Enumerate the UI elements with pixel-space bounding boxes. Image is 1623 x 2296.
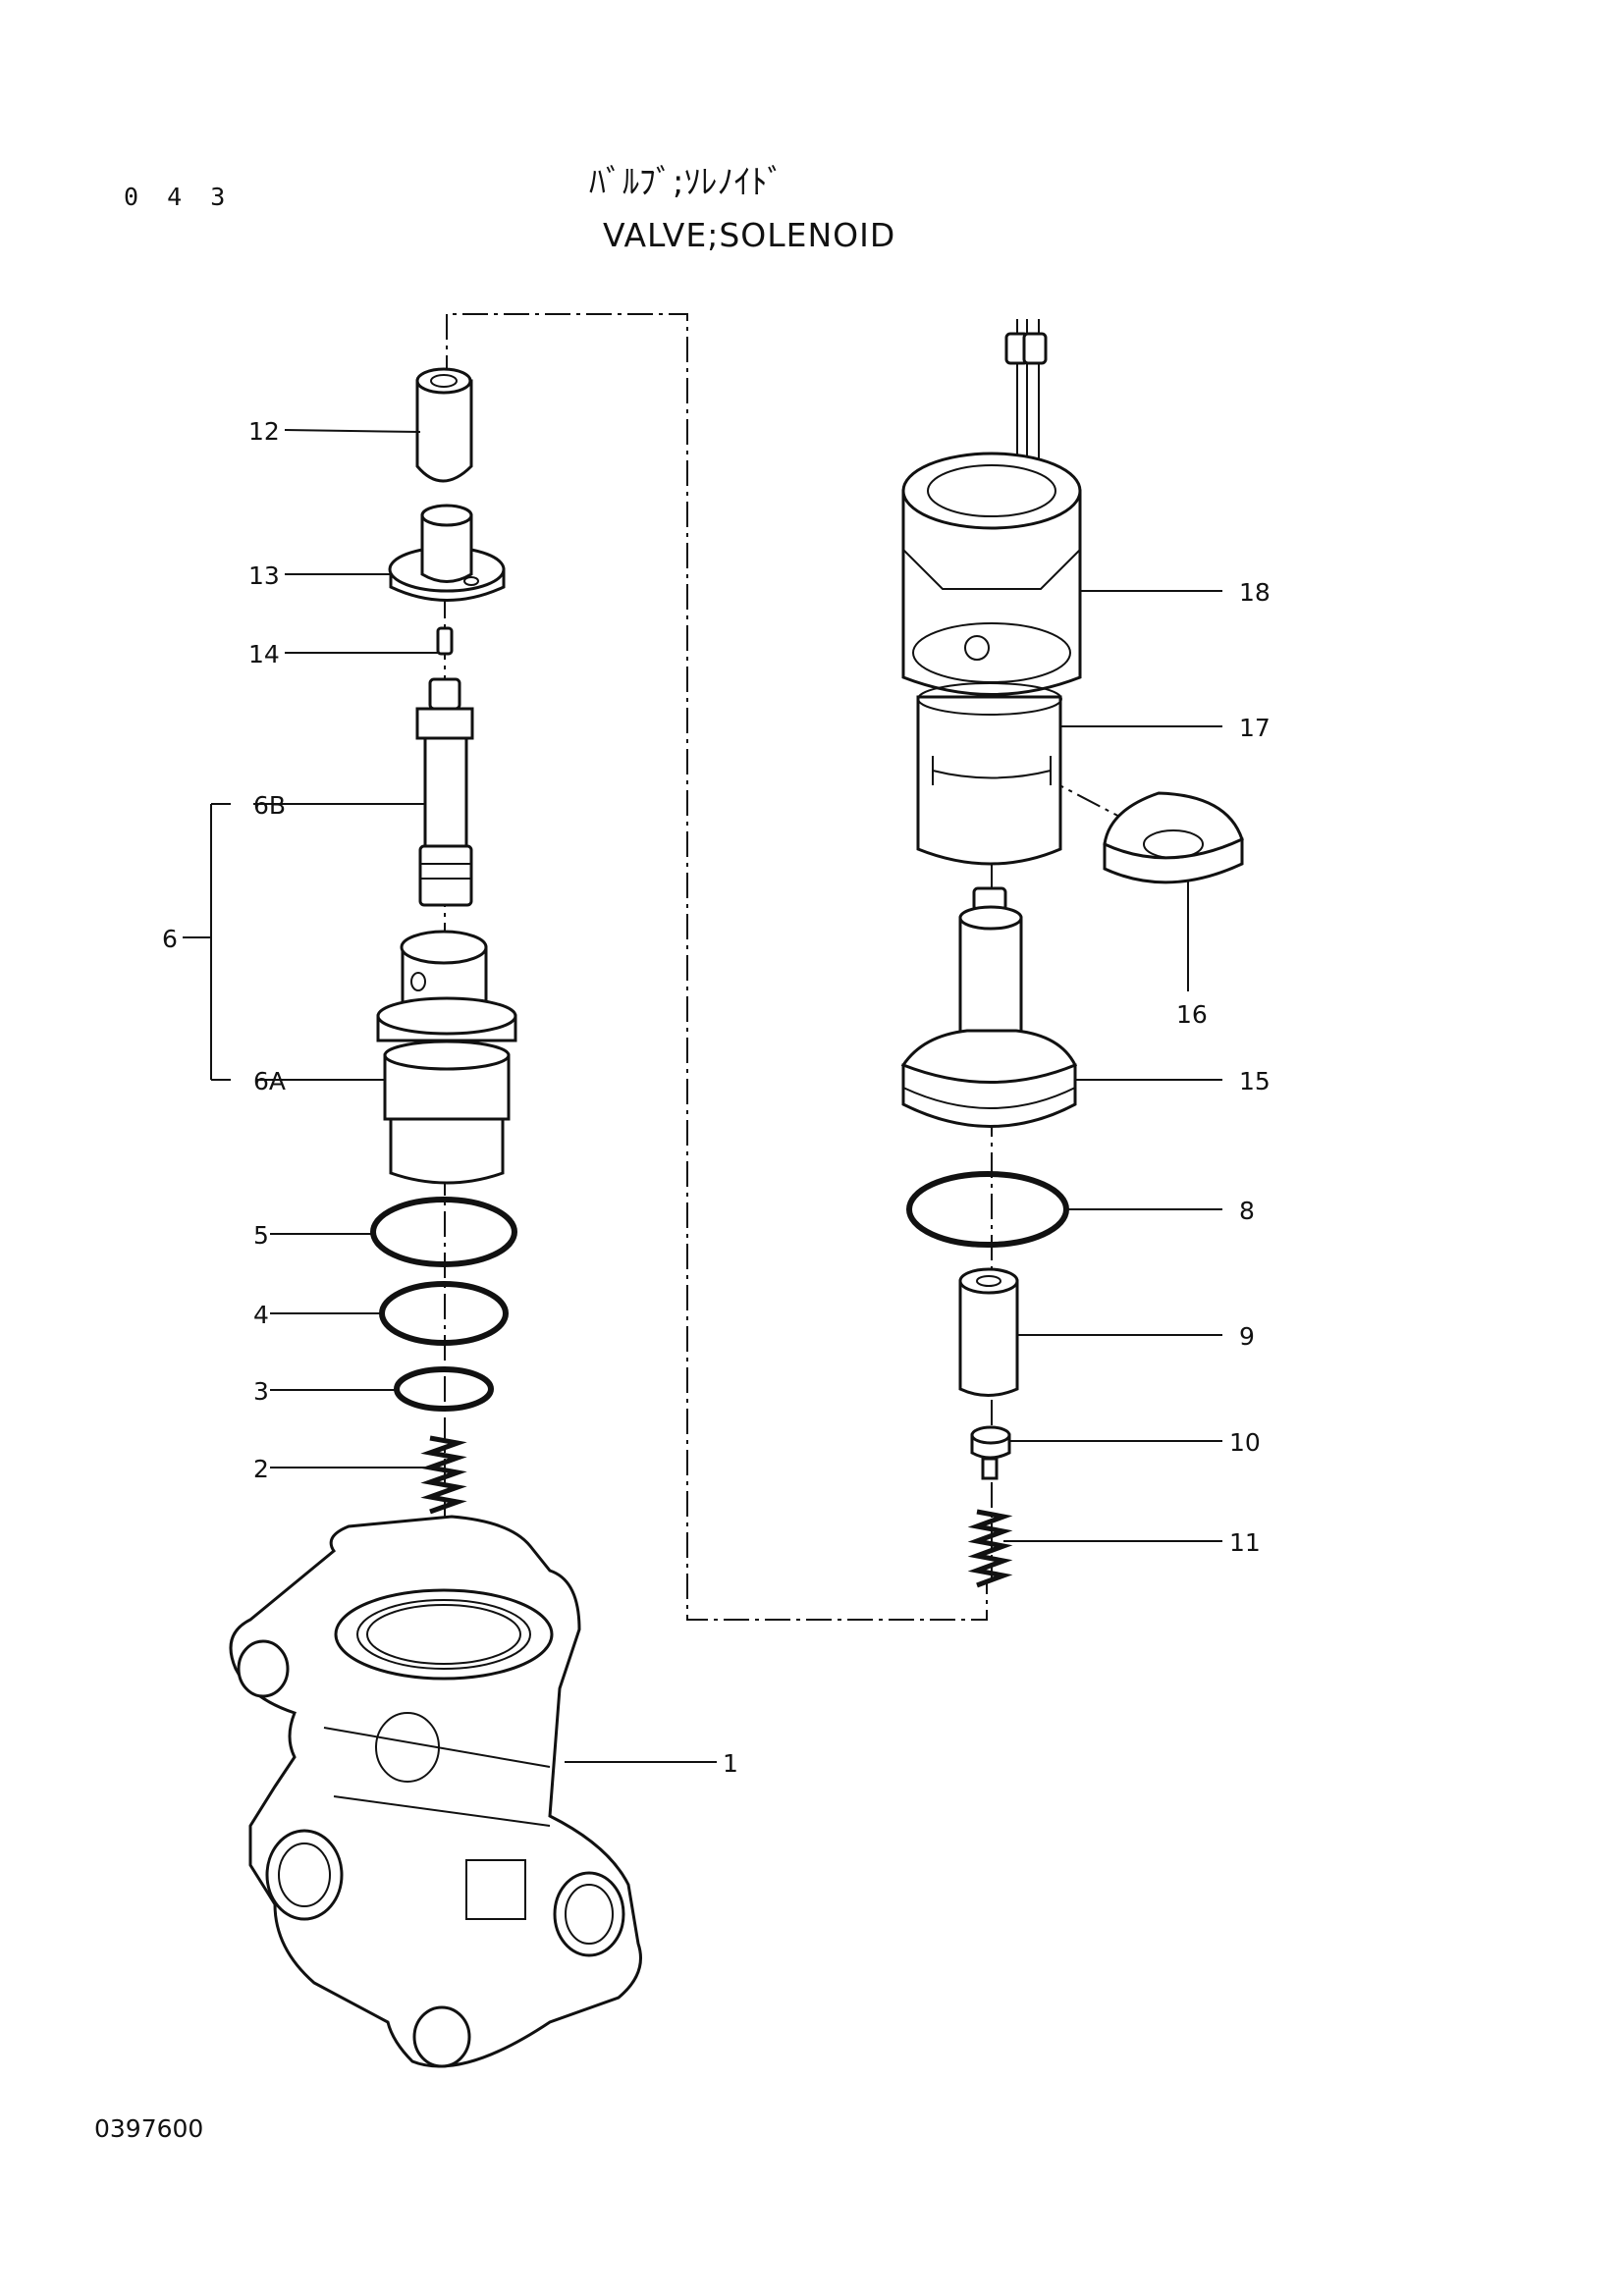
part-13-flange: [388, 504, 506, 602]
callout-1: 1: [723, 1749, 738, 1778]
part-12-cap: [415, 367, 473, 483]
part-11-spring: [967, 1509, 1013, 1588]
part-9-plunger: [958, 1267, 1019, 1397]
part-1-valve-body: [229, 1515, 642, 2068]
callout-13: 13: [248, 561, 280, 590]
part-5-o-ring: [370, 1197, 517, 1267]
part-6A-sleeve: [376, 930, 517, 1185]
callout-5: 5: [253, 1221, 269, 1250]
callout-11: 11: [1229, 1528, 1261, 1557]
drawing-number: 0397600: [94, 2114, 204, 2143]
title-english: VALVE;SOLENOID: [603, 216, 896, 254]
callout-17: 17: [1239, 714, 1271, 742]
callout-6A: 6A: [253, 1067, 286, 1095]
part-14-pin: [436, 626, 454, 656]
page-number: 0 4 3: [124, 183, 233, 211]
leader-lines: [183, 429, 1222, 1763]
callout-18: 18: [1239, 578, 1271, 607]
callout-15: 15: [1239, 1067, 1271, 1095]
part-10-seat: [970, 1425, 1011, 1480]
part-18-solenoid-coil: [901, 319, 1082, 696]
part-6B-spool: [415, 677, 474, 907]
callout-14: 14: [248, 640, 280, 668]
callout-8: 8: [1239, 1197, 1255, 1225]
callout-9: 9: [1239, 1322, 1255, 1351]
part-15-stator: [900, 886, 1078, 1128]
callout-3: 3: [253, 1377, 269, 1406]
callout-2: 2: [253, 1455, 269, 1483]
part-17-solenoid-housing: [916, 682, 1062, 866]
callout-16: 16: [1176, 1000, 1208, 1029]
callout-10: 10: [1229, 1428, 1261, 1457]
callout-labels: 12 13 14 6B 6 6A 5 4 3 2 1 18 17 16 15 8…: [162, 417, 1271, 1778]
title-japanese: ﾊﾞﾙﾌﾞ;ｿﾚﾉｲﾄﾞ: [589, 163, 784, 202]
part-2-spring: [420, 1435, 467, 1515]
callout-6B: 6B: [253, 791, 286, 820]
callout-4: 4: [253, 1301, 269, 1329]
callout-12: 12: [248, 417, 280, 446]
part-8-o-ring: [906, 1171, 1069, 1248]
callout-6: 6: [162, 925, 178, 953]
connecting-axis-line: [446, 313, 988, 1621]
part-16-washer: [1103, 791, 1244, 884]
